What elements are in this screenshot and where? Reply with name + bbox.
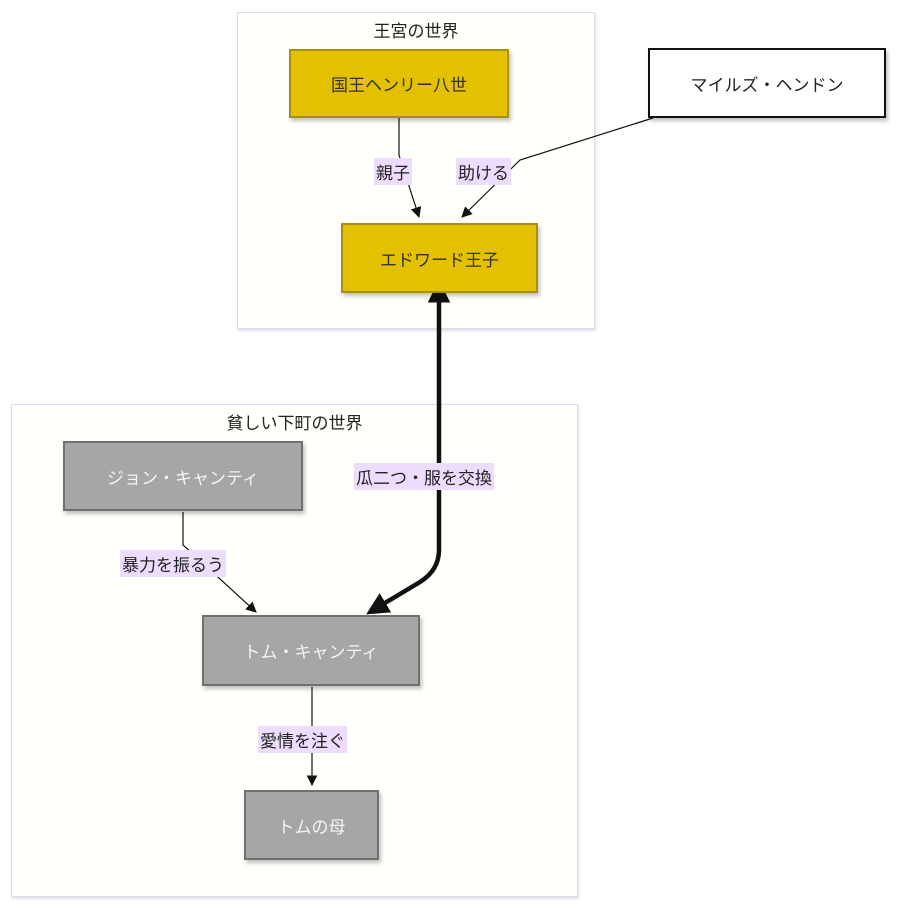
- node-miles-hendon-label: マイルズ・ヘンドン: [690, 75, 844, 96]
- node-tom-canty[interactable]: トム・キャンティ: [202, 615, 420, 686]
- cluster-slum-title: 貧しい下町の世界: [226, 414, 363, 434]
- edge-label-helps: 助ける: [456, 158, 511, 185]
- node-john-canty-label: ジョン・キャンティ: [107, 468, 259, 489]
- node-miles-hendon[interactable]: マイルズ・ヘンドン: [648, 48, 886, 118]
- edge-miles-edward: [461, 117, 654, 218]
- edge-john-tom: [182, 512, 257, 613]
- edge-label-affection: 愛情を注ぐ: [258, 726, 347, 753]
- node-tom-canty-label: トム・キャンティ: [243, 643, 379, 663]
- node-john-canty[interactable]: ジョン・キャンティ: [63, 441, 303, 511]
- node-king-henry[interactable]: 国王ヘンリー八世: [289, 49, 509, 118]
- node-king-henry-label: 国王ヘンリー八世: [331, 76, 467, 96]
- edge-label-violence: 暴力を振るう: [120, 550, 226, 577]
- edge-edward-tom: [366, 280, 451, 615]
- cluster-palace-title: 王宮の世界: [373, 22, 459, 42]
- node-toms-mother-label: トムの母: [277, 817, 346, 838]
- node-prince-edward[interactable]: エドワード王子: [341, 223, 538, 293]
- edge-label-parent-child: 親子: [374, 158, 412, 185]
- node-prince-edward-label: エドワード王子: [380, 250, 499, 271]
- edge-henry-edward: [398, 118, 422, 219]
- edge-label-swap-clothes: 瓜二つ・服を交換: [354, 463, 494, 490]
- node-toms-mother[interactable]: トムの母: [244, 790, 379, 860]
